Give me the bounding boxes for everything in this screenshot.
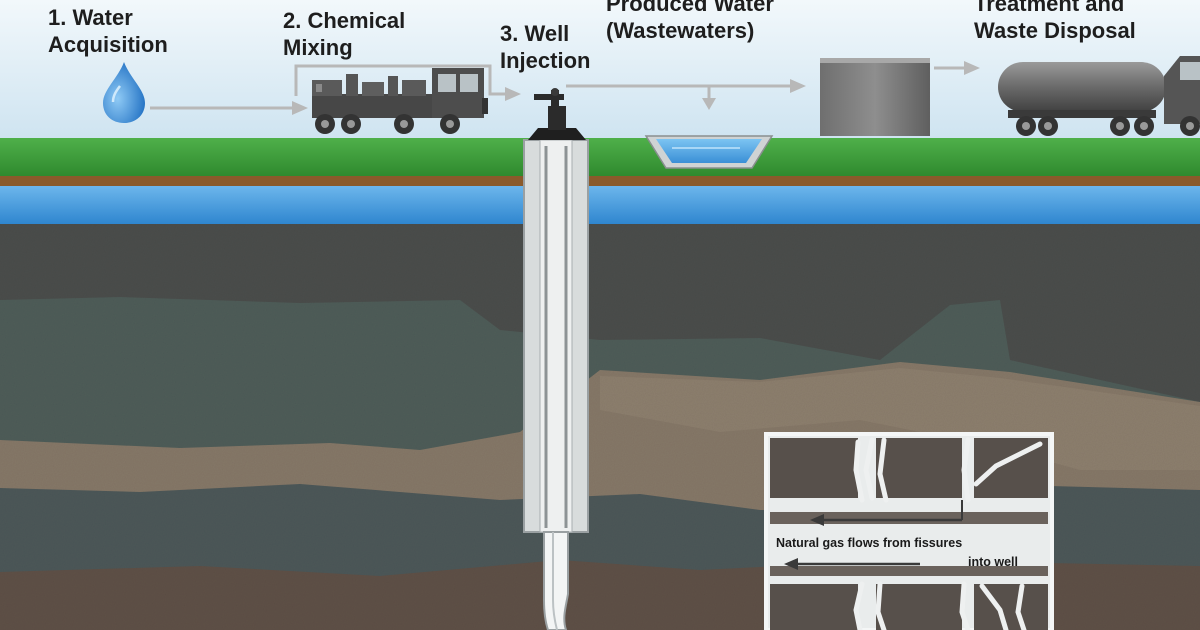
mixing-truck-icon (312, 68, 488, 134)
process-flow-arrows (150, 61, 980, 115)
inset-caption-line1: Natural gas flows from fissures (776, 536, 963, 550)
step-label-line: Mixing (283, 35, 353, 60)
step-label-line: Treatment and (974, 0, 1125, 16)
storage-tank-icon (820, 58, 930, 136)
tanker-truck-icon (998, 56, 1200, 136)
step-label-line: 1. Water (48, 5, 133, 30)
step-label-line: Waste Disposal (974, 18, 1136, 43)
step-label-line: Injection (500, 48, 591, 73)
sky-background (0, 0, 1200, 138)
step-label-produced-water: Produced Water (Wastewaters) (606, 0, 774, 44)
well-casing (523, 139, 589, 630)
aquifer-layer (0, 186, 1200, 224)
grass-layer (0, 138, 1200, 176)
step-label-chemical-mixing: 2. Chemical Mixing (283, 7, 405, 61)
step-label-line: 3. Well (500, 21, 570, 46)
fracture-inset (764, 432, 1054, 630)
soil-layer (0, 176, 1200, 186)
wellhead-icon (528, 88, 586, 140)
step-label-line: Produced Water (606, 0, 774, 16)
step-label-waste-disposal: Treatment and Waste Disposal (974, 0, 1136, 44)
wastewater-pit-icon (644, 135, 774, 169)
step-label-line: 2. Chemical (283, 8, 406, 33)
step-label-line: (Wastewaters) (606, 18, 755, 43)
water-drop-icon (103, 62, 145, 123)
step-label-well-injection: 3. Well Injection (500, 20, 590, 74)
step-label-water-acquisition: 1. Water Acquisition (48, 4, 168, 58)
inset-caption-line2: into well (968, 555, 1018, 569)
step-label-line: Acquisition (48, 32, 168, 57)
flow-arrow-mixing-to-well (294, 64, 505, 96)
